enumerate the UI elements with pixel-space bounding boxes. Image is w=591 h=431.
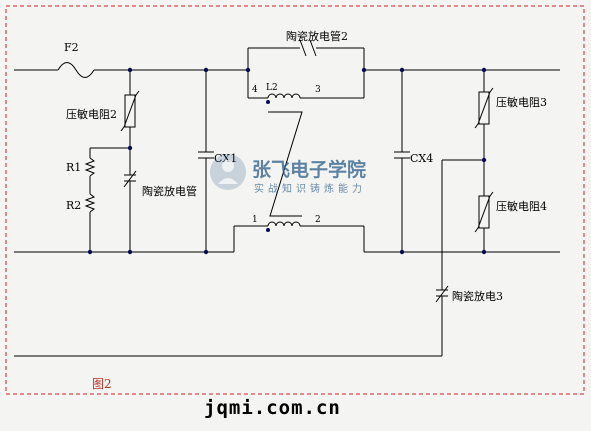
- varistor-left-label: 压敏电阻2: [66, 107, 117, 121]
- watermark-title: 张飞电子学院: [252, 158, 366, 181]
- varistor-right-bottom-label: 压敏电阻4: [496, 199, 547, 213]
- gdt-left-symbol: [123, 170, 137, 188]
- fuse-symbol: [57, 62, 95, 78]
- site-watermark: jqmi.com.cn: [204, 397, 341, 419]
- top-gdt-network: [247, 39, 365, 99]
- inductor-bottom-winding: [267, 221, 301, 227]
- resistor-r1-label: R1: [66, 161, 81, 174]
- fuse-label: F2: [64, 41, 79, 54]
- watermark-subtitle: 实战知识铸炼能力: [254, 182, 366, 195]
- varistor-right-top-label: 压敏电阻3: [496, 95, 547, 109]
- resistor-r1-symbol: [84, 157, 96, 177]
- capacitor-cx1: [198, 70, 214, 252]
- pin-3-label: 3: [315, 85, 321, 95]
- watermark-avatar-body-icon: [218, 178, 238, 184]
- pin-1-label: 1: [252, 215, 258, 225]
- winding-dot-top: [266, 100, 270, 104]
- top-rail: [14, 62, 560, 78]
- page-border: [5, 5, 585, 395]
- varistor-right-top-slash: [474, 87, 494, 129]
- gdt-right-label: 陶瓷放电3: [452, 289, 503, 303]
- left-protection-branch: [84, 70, 140, 252]
- watermark: 张飞电子学院 实战知识铸炼能力: [210, 154, 366, 195]
- winding-dot-bottom: [266, 228, 270, 232]
- gdt-left-label: 陶瓷放电管: [142, 184, 197, 198]
- pin-2-label: 2: [315, 215, 321, 225]
- gdt-right-symbol: [435, 285, 449, 303]
- varistor-right-bottom-slash: [474, 191, 494, 233]
- resistor-r2-symbol: [84, 193, 96, 213]
- watermark-avatar-head-icon: [222, 160, 234, 172]
- junction-dots: [87, 67, 487, 255]
- coupling-link: [268, 111, 303, 217]
- inductor-label: L2: [266, 83, 278, 93]
- pin-4-label: 4: [252, 85, 258, 95]
- capacitor-cx4: [394, 70, 410, 252]
- bottom-rail: [14, 221, 560, 253]
- varistor-left-slash: [120, 90, 140, 132]
- capacitor-cx4-label: CX4: [410, 152, 433, 165]
- gdt-top-label: 陶瓷放电管2: [286, 29, 348, 43]
- resistor-r2-label: R2: [66, 199, 81, 212]
- right-protection-branch: [14, 70, 494, 357]
- figure-label: 图2: [92, 377, 112, 391]
- inductor-top-winding: [267, 93, 301, 99]
